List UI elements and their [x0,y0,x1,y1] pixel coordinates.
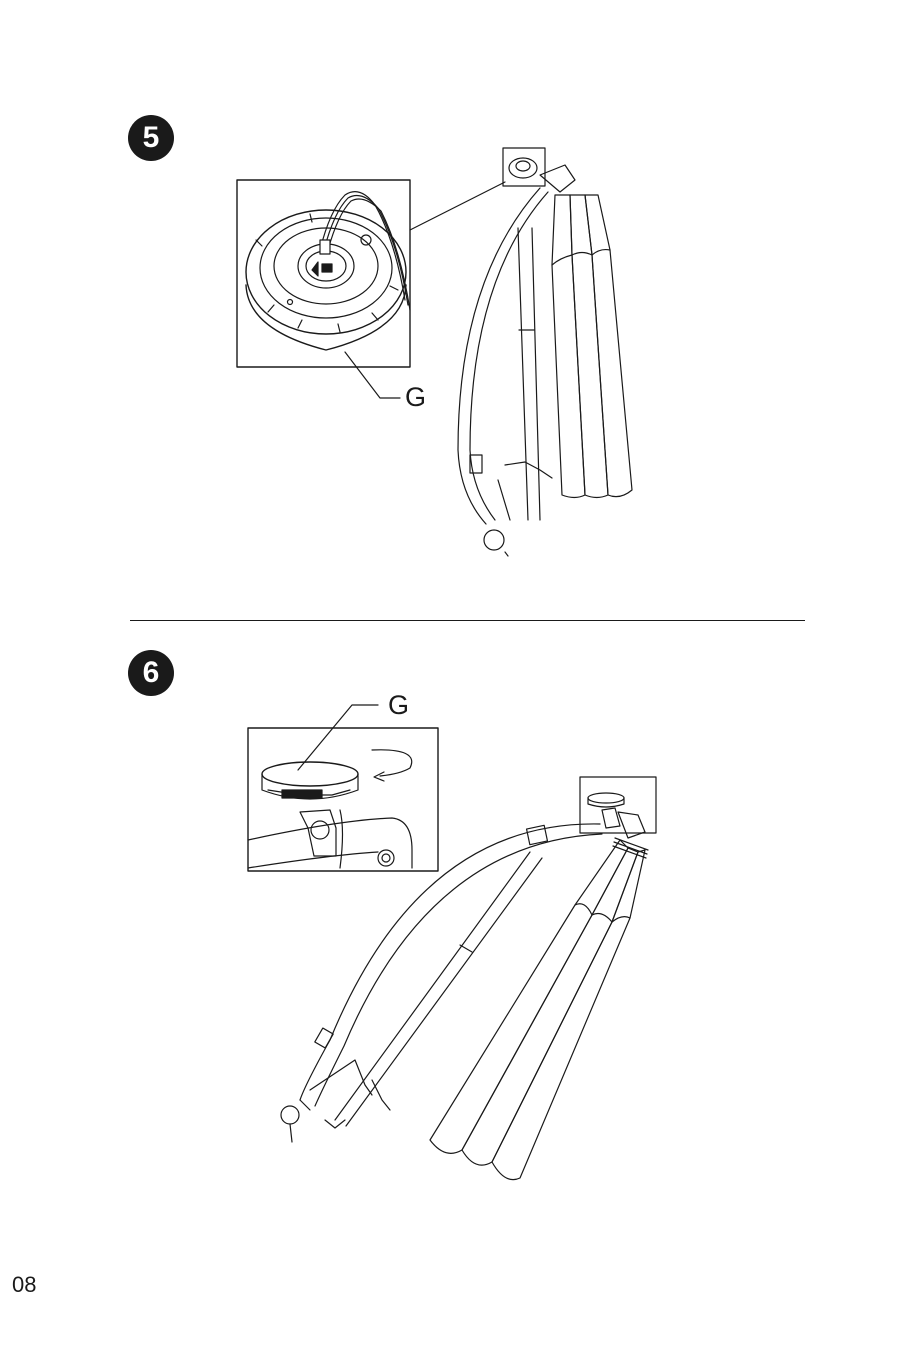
step-5-umbrella-drawing [458,148,632,556]
step-6-detail-box [248,705,438,871]
step-5-detail-box [237,180,505,398]
step-6-umbrella-drawing [281,777,656,1180]
